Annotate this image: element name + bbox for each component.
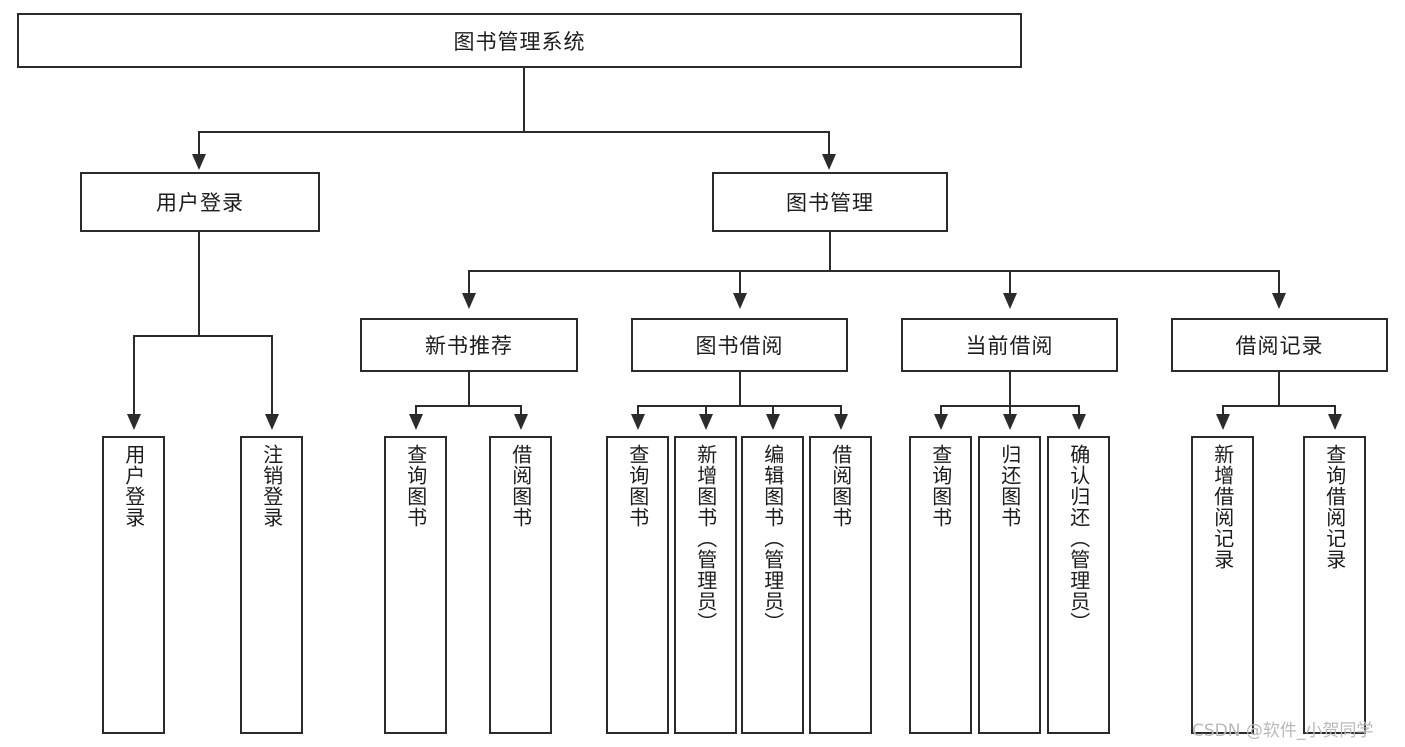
node-label: 查询图书 [625,444,650,528]
node-leaf-query-book-2[interactable]: 查询图书 [606,436,669,734]
node-leaf-add-record[interactable]: 新增借阅记录 [1191,436,1254,734]
connector-br-bar [1222,405,1336,407]
connector-book-management-stem [829,232,831,271]
connector-user-login-drop-2 [271,335,273,415]
arrow-to-new-book-recommend [462,293,476,309]
node-leaf-confirm-return[interactable]: 确认归还（管理员） [1047,436,1110,734]
node-label: 用户登录 [156,191,244,215]
connector-nbr-bar [415,405,522,407]
node-new-book-recommend[interactable]: 新书推荐 [360,318,578,372]
connector-bm-drop-2 [739,270,741,294]
arrow-to-leaf-confirm-return [1072,414,1086,430]
node-leaf-query-book-1[interactable]: 查询图书 [384,436,447,734]
node-label: 编辑图书（管理员） [760,444,785,633]
connector-cb-stem [1009,372,1011,406]
watermark-text: CSDN @软件_小贺同学 [1192,721,1374,741]
node-leaf-borrow-book-2[interactable]: 借阅图书 [809,436,872,734]
connector-user-login-stem [198,232,200,336]
node-label: 查询借阅记录 [1322,444,1347,570]
connector-bb-drop-4 [840,405,842,415]
node-label: 图书管理 [786,191,874,215]
node-leaf-query-book-3[interactable]: 查询图书 [909,436,972,734]
connector-br-drop-1 [1222,405,1224,415]
node-leaf-return-book[interactable]: 归还图书 [978,436,1041,734]
node-book-borrow[interactable]: 图书借阅 [631,318,848,372]
connector-bm-drop-3 [1009,270,1011,294]
node-label: 确认归还（管理员） [1066,444,1091,633]
connector-bm-drop-4 [1278,270,1280,294]
arrow-to-leaf-borrow-book-2 [834,414,848,430]
connector-nbr-stem [468,372,470,406]
connector-bb-drop-1 [637,405,639,415]
arrow-to-leaf-borrow-book-1 [514,414,528,430]
node-leaf-edit-book[interactable]: 编辑图书（管理员） [741,436,804,734]
arrow-to-book-borrow [733,293,747,309]
connector-br-drop-2 [1334,405,1336,415]
node-label: 查询图书 [403,444,428,528]
arrow-to-borrow-record [1272,293,1286,309]
node-leaf-user-login[interactable]: 用户登录 [102,436,165,734]
connector-bb-drop-2 [705,405,707,415]
arrow-to-leaf-user-login [127,414,141,430]
connector-root-left-drop [198,131,200,156]
connector-nbr-drop-1 [415,405,417,415]
node-label: 查询图书 [928,444,953,528]
arrow-to-leaf-logout-login [265,414,279,430]
node-leaf-add-book[interactable]: 新增图书（管理员） [674,436,737,734]
connector-book-management-bar [468,270,1280,272]
node-root-system[interactable]: 图书管理系统 [17,13,1022,68]
node-current-borrow[interactable]: 当前借阅 [901,318,1118,372]
arrow-to-leaf-query-book-3 [934,414,948,430]
node-label: 借阅图书 [508,444,533,528]
arrow-to-current-borrow [1003,293,1017,309]
node-label: 新增借阅记录 [1210,444,1235,570]
arrow-to-leaf-add-record [1216,414,1230,430]
connector-nbr-drop-2 [520,405,522,415]
node-label: 注销登录 [259,444,284,528]
node-user-login[interactable]: 用户登录 [80,172,320,232]
connector-user-login-drop-1 [133,335,135,415]
node-label: 新书推荐 [425,334,513,358]
arrow-to-leaf-query-record [1328,414,1342,430]
node-label: 用户登录 [121,444,146,528]
node-label: 借阅记录 [1235,334,1324,358]
connector-bb-stem [739,372,741,406]
connector-root-bar [198,131,830,133]
arrow-to-leaf-add-book [699,414,713,430]
node-label: 图书管理系统 [453,29,586,54]
connector-bb-bar [637,405,842,407]
node-book-management[interactable]: 图书管理 [712,172,948,232]
node-borrow-record[interactable]: 借阅记录 [1171,318,1388,372]
node-leaf-query-record[interactable]: 查询借阅记录 [1303,436,1366,734]
node-label: 借阅图书 [828,444,853,528]
node-leaf-borrow-book-1[interactable]: 借阅图书 [489,436,552,734]
connector-root-stem [523,68,525,132]
connector-root-right-drop [828,131,830,156]
arrow-to-book-management [822,154,836,170]
arrow-to-leaf-edit-book [766,414,780,430]
node-label: 归还图书 [997,444,1022,528]
connector-cb-drop-3 [1078,405,1080,415]
connector-user-login-bar [133,335,273,337]
node-label: 当前借阅 [965,334,1054,358]
connector-cb-drop-1 [940,405,942,415]
arrow-to-leaf-query-book-1 [409,414,423,430]
connector-br-stem [1278,372,1280,406]
node-label: 新增图书（管理员） [693,444,718,633]
node-leaf-logout-login[interactable]: 注销登录 [240,436,303,734]
connector-bm-drop-1 [468,270,470,294]
arrow-to-leaf-query-book-2 [631,414,645,430]
arrow-to-leaf-return-book [1003,414,1017,430]
connector-bb-drop-3 [772,405,774,415]
arrow-to-user-login [192,154,206,170]
node-label: 图书借阅 [695,334,784,358]
connector-cb-drop-2 [1009,405,1011,415]
